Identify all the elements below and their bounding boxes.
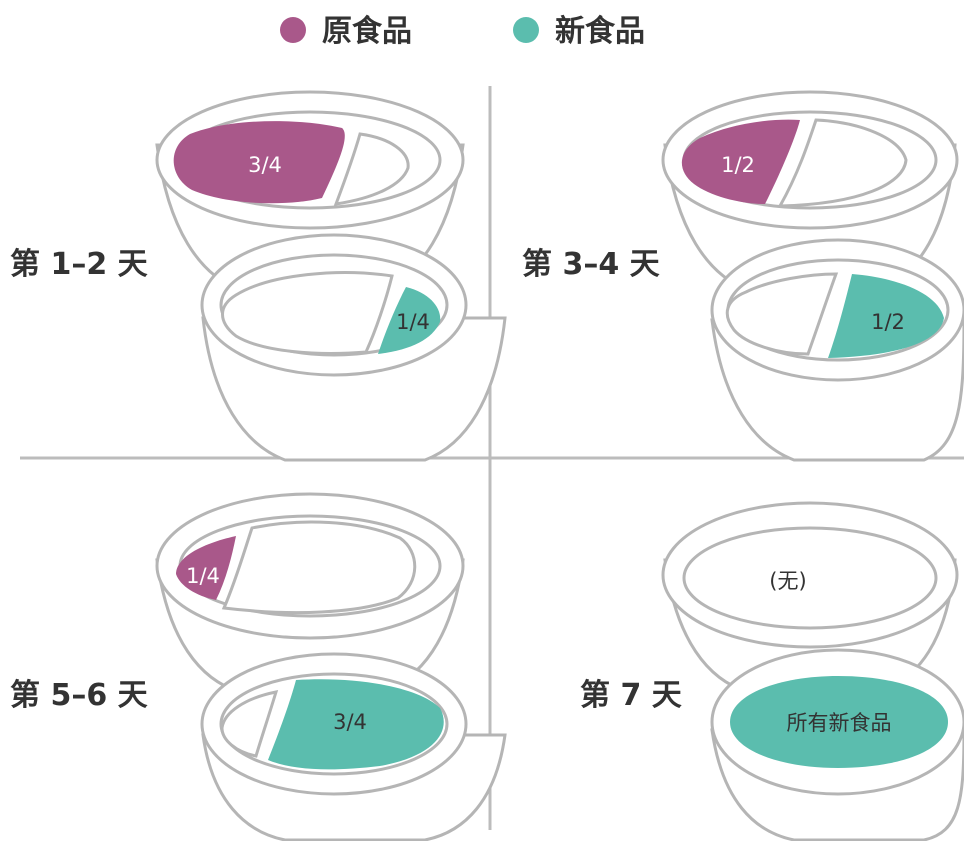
old-food-portion	[176, 536, 236, 600]
new-food-fraction: 1/2	[871, 310, 905, 334]
day-label: 第 3–4 天	[522, 247, 660, 282]
old-food-fraction: 1/2	[721, 153, 755, 177]
old-food-legend-swatch	[280, 17, 306, 43]
new-food-legend-swatch	[513, 17, 539, 43]
old-food-legend-label: 原食品	[322, 14, 412, 49]
new-food-bowl: 1/2	[710, 238, 964, 462]
new-food-fraction: 所有新食品	[787, 711, 892, 735]
new-food-fraction: 3/4	[333, 710, 367, 734]
panel-day-7: 第 7 天 (无) 所有新食品	[580, 501, 964, 841]
new-food-portion	[378, 287, 441, 354]
old-food-fraction: (无)	[769, 569, 806, 593]
new-food-legend-label: 新食品	[555, 14, 645, 49]
new-food-portion	[268, 679, 444, 770]
new-food-bowl: 所有新食品	[710, 648, 964, 841]
old-food-fraction: 3/4	[248, 153, 282, 177]
new-food-bowl: 1/4	[200, 233, 507, 462]
new-food-portion	[730, 676, 948, 768]
day-label: 第 1–2 天	[10, 247, 148, 282]
panel-days-1-2: 第 1–2 天 3/4 1/4	[10, 90, 507, 462]
new-food-portion	[828, 274, 944, 358]
panel-days-3-4: 第 3–4 天 1/2 1/2	[522, 90, 964, 462]
day-label: 第 7 天	[580, 678, 682, 713]
old-food-portion	[681, 119, 800, 204]
new-food-bowl: 3/4	[200, 652, 507, 841]
panel-days-5-6: 第 5–6 天 1/4 3/4	[10, 492, 507, 841]
day-label: 第 5–6 天	[10, 678, 148, 713]
old-food-portion	[173, 121, 345, 204]
new-food-fraction: 1/4	[396, 310, 430, 334]
old-food-fraction: 1/4	[186, 564, 220, 588]
old-food-bowl: 3/4	[155, 90, 465, 292]
legend: 原食品 新食品	[280, 14, 645, 49]
